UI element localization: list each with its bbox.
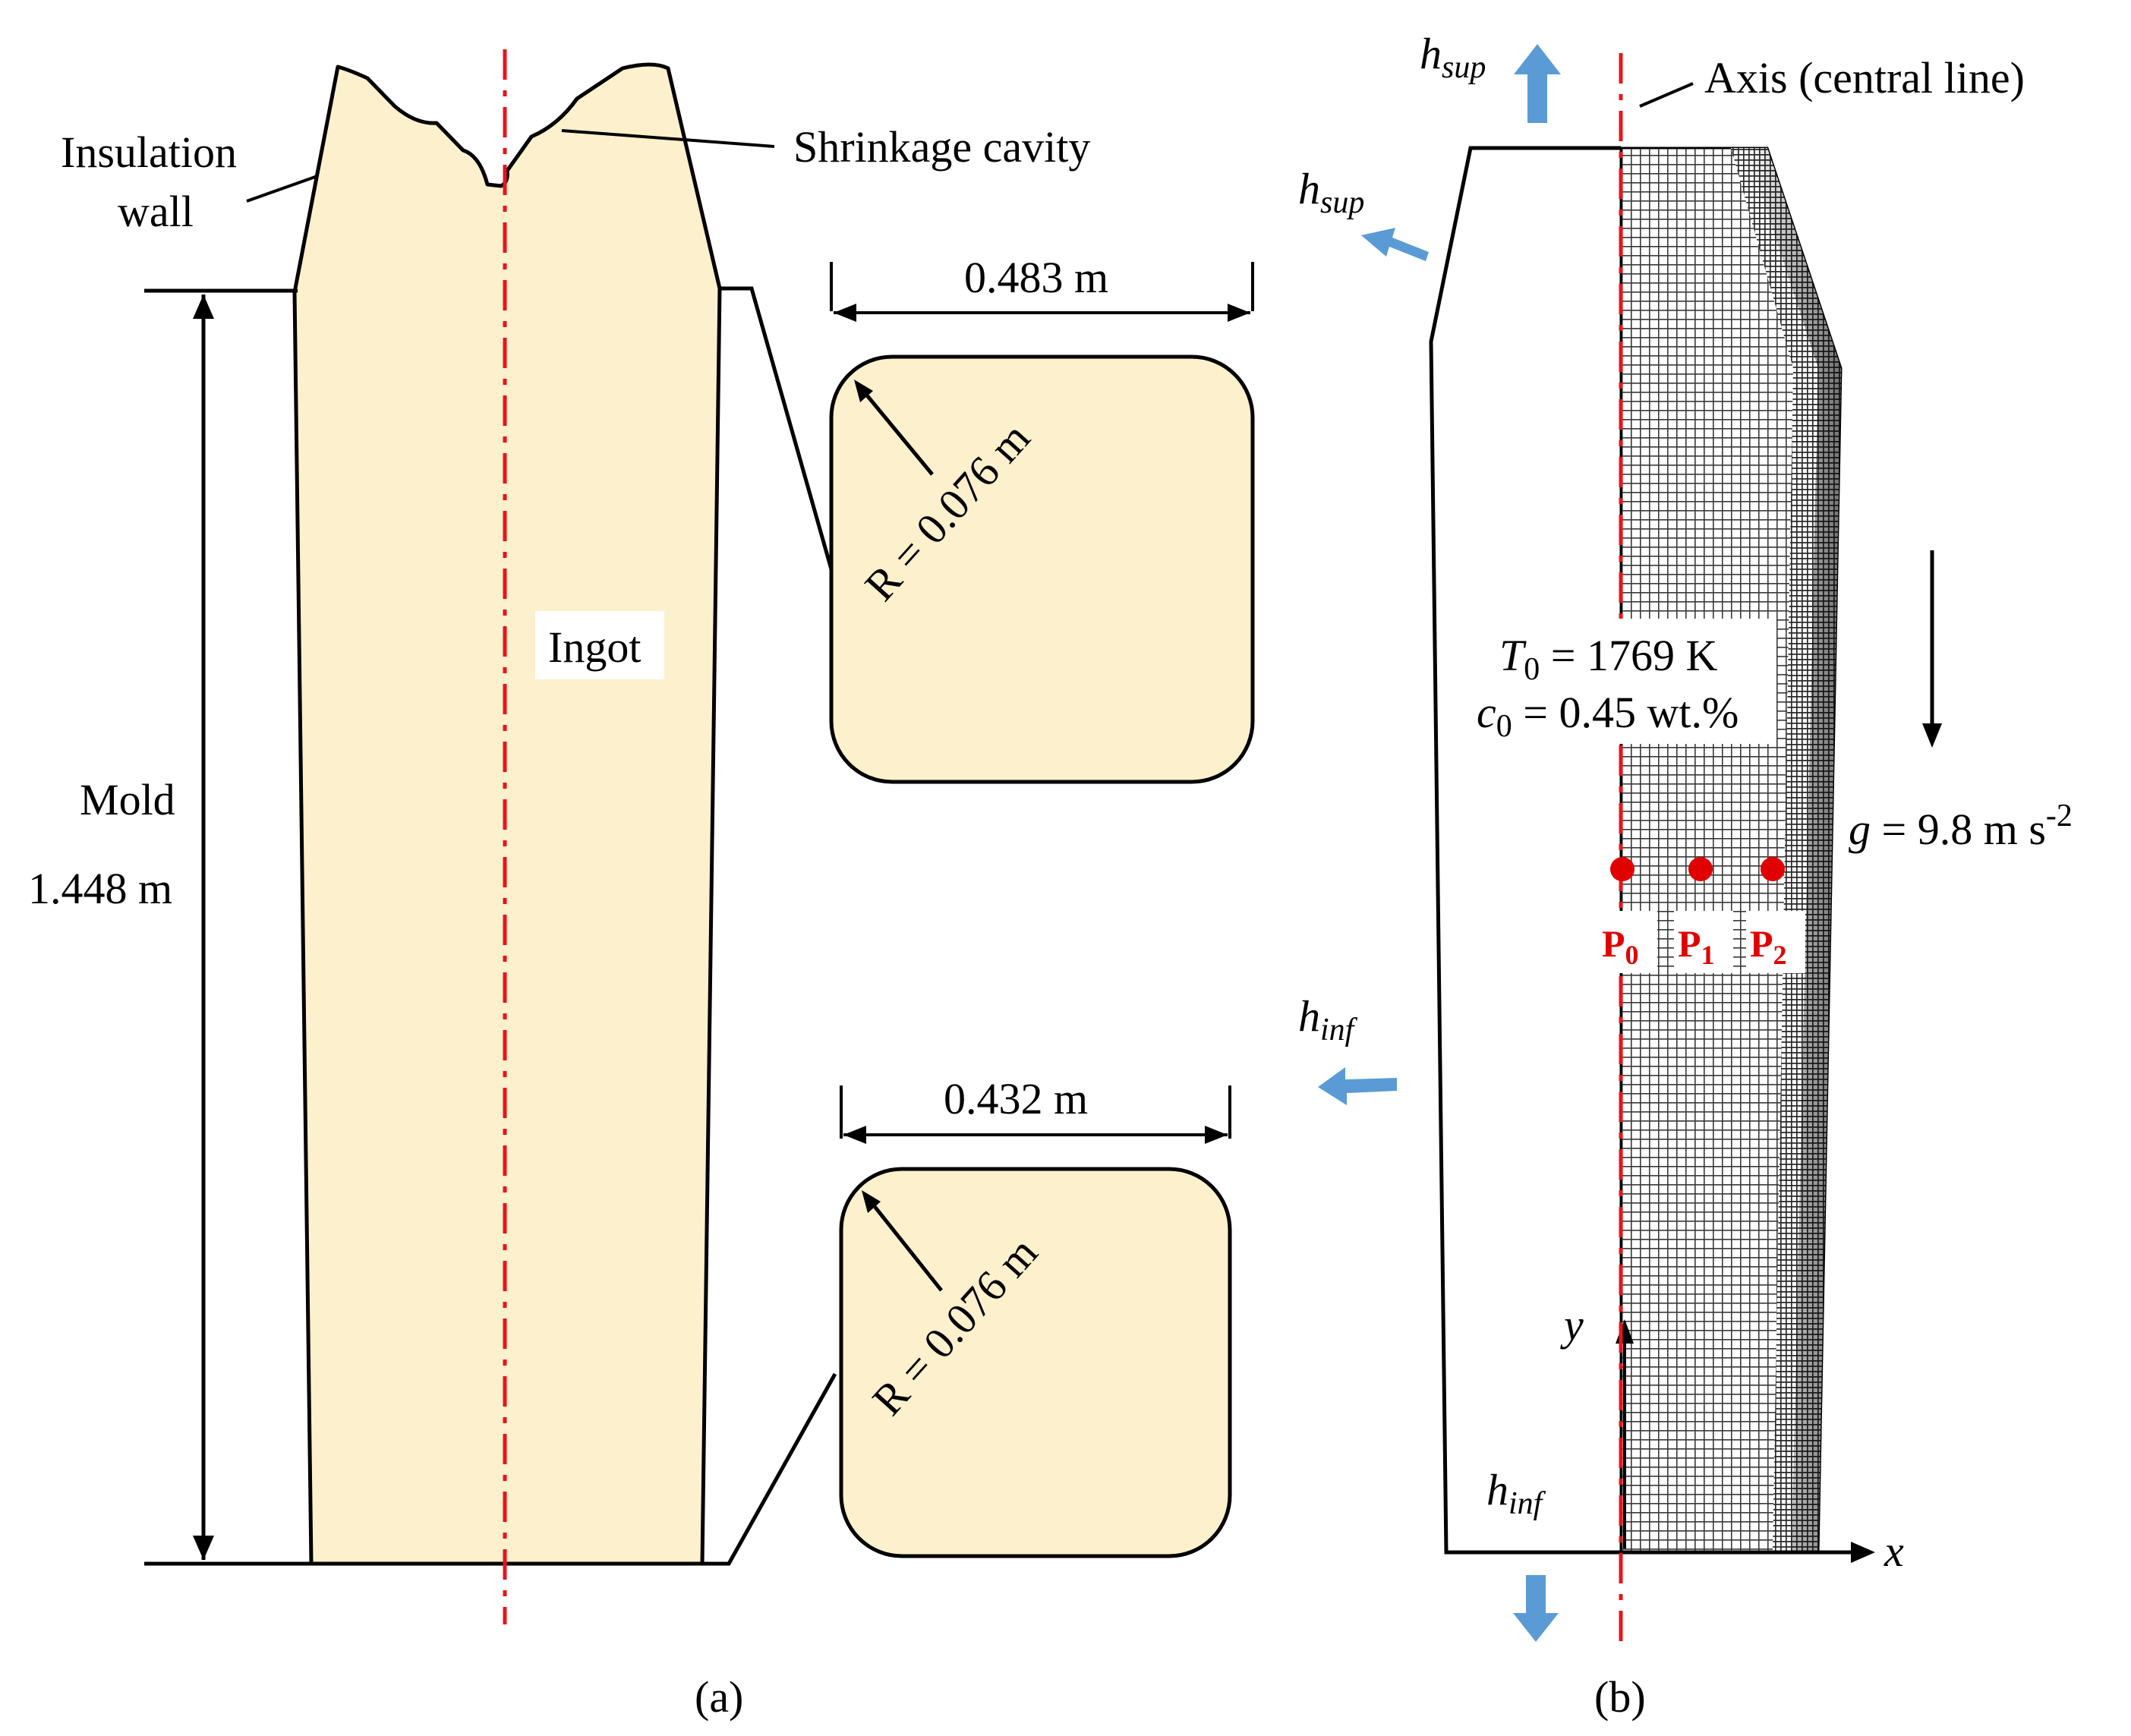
ingot-label: Ingot (548, 622, 641, 672)
top-radius-arrow (859, 386, 934, 476)
height-arrow-head-top (193, 295, 214, 319)
mold-label: Mold (80, 775, 175, 824)
ingot-label-bg (535, 611, 664, 679)
y-axis-label: y (1560, 1300, 1584, 1350)
panel-a: Insulation wall Shrinkage cavity Ingot M… (28, 49, 1255, 1722)
t0-label: T0 = 1769 K (1499, 631, 1717, 687)
insulation-wall-label-1: Insulation (61, 128, 237, 177)
height-label: 1.448 m (28, 864, 172, 913)
point-p1-label-bg (1674, 911, 1733, 973)
caption-a: (a) (695, 1672, 743, 1722)
mesh-edge-shading (1746, 148, 1841, 1552)
h-sup-top-arrow (1514, 44, 1561, 123)
h-sup-side-arrow (1361, 228, 1429, 261)
point-p0-label-bg (1598, 911, 1657, 973)
point-p1-marker (1688, 857, 1713, 881)
top-cross-section: 0.483 m R = 0.076 m (829, 253, 1255, 784)
h-inf-side-label: hinf (1298, 991, 1358, 1048)
bottom-cross-section: 0.432 m R = 0.076 m (839, 1074, 1232, 1558)
height-arrow-head-bottom (193, 1536, 214, 1560)
point-p1-label: P1 (1678, 922, 1715, 970)
panel-b: x y Axis (central line) hsup hsup hinf h… (1298, 29, 2073, 1722)
top-width-label: 0.483 m (964, 253, 1108, 302)
h-sup-top-label: hsup (1420, 29, 1486, 85)
axis-label-leader (1639, 82, 1694, 108)
point-p0-label: P0 (1602, 922, 1639, 970)
shrinkage-cavity-label: Shrinkage cavity (793, 122, 1090, 172)
bottom-section-shape (839, 1167, 1232, 1558)
bottom-radius-arrow (866, 1196, 943, 1292)
point-p0-marker (1610, 857, 1635, 881)
h-inf-side-arrow (1318, 1067, 1397, 1105)
h-inf-bottom-arrow (1513, 1575, 1559, 1642)
point-p2-label-bg (1746, 911, 1805, 973)
insulation-wall-leader (246, 175, 318, 203)
mold-right-outline (720, 286, 834, 570)
h-inf-bottom-label: hinf (1486, 1465, 1546, 1521)
domain-outline (1429, 146, 1621, 1555)
c0-label: c0 = 0.45 wt.% (1477, 688, 1739, 744)
h-sup-side-label: hsup (1298, 164, 1364, 220)
axis-central-line-label: Axis (central line) (1704, 53, 2025, 102)
x-axis-arrow-head (1851, 1542, 1875, 1563)
bottom-width-label: 0.432 m (944, 1074, 1088, 1123)
insulation-wall-label-2: wall (118, 187, 194, 236)
initial-conditions-bg (1473, 619, 1776, 744)
top-section-shape (829, 354, 1255, 784)
point-p2-marker (1761, 857, 1785, 881)
shrinkage-cavity-leader (561, 129, 775, 148)
gravity-label: g = 9.8 m s-2 (1849, 799, 2073, 854)
point-p2-label: P2 (1750, 922, 1787, 970)
ingot-body (292, 62, 722, 1566)
mold-right-bottom-outline (702, 1372, 837, 1566)
x-axis-label: x (1884, 1526, 1904, 1576)
caption-b: (b) (1594, 1672, 1646, 1722)
gravity-arrow-head (1922, 723, 1942, 748)
